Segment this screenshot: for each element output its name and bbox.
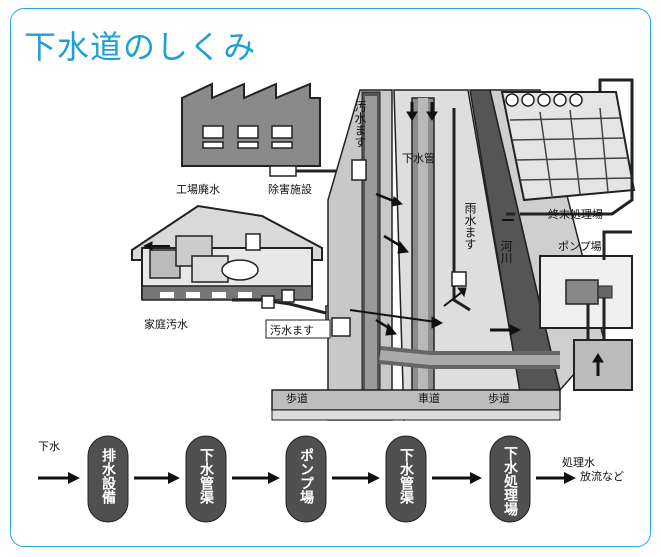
label-roadway: 車道 — [418, 391, 440, 405]
flow-step-3: ポンプ場 — [285, 435, 327, 523]
svg-text:下水管渠: 下水管渠 — [198, 448, 215, 505]
page-title: 下水道のしくみ — [24, 28, 257, 66]
label-sewage-box-vertical: 汚水ます — [353, 100, 367, 148]
flow-end-top: 処理水 — [562, 456, 595, 469]
label-sewer-pipe: 下水管 — [402, 151, 435, 165]
process-flow: 下水 排水設備 下水管渠 ポンプ場 下水管渠 下水処理場 — [38, 435, 624, 523]
label-sidewalk-left: 歩道 — [286, 391, 308, 405]
label-rain-box: 雨水ます — [463, 202, 477, 250]
label-household: 家庭汚水 — [144, 317, 188, 331]
svg-text:下水管渠: 下水管渠 — [398, 448, 415, 505]
flow-start-label: 下水 — [38, 440, 60, 453]
svg-text:下水処理場: 下水処理場 — [502, 446, 519, 517]
label-treatment-plant: 終末処理場 — [548, 207, 603, 221]
flow-end-bottom: 放流など — [580, 469, 624, 483]
treatment-plant-icon — [500, 78, 636, 216]
flow-step-2: 下水管渠 — [185, 435, 227, 523]
flow-arrows — [142, 102, 604, 376]
label-sidewalk-right: 歩道 — [488, 391, 510, 405]
label-pump-station: ポンプ場 — [558, 240, 602, 253]
flow-step-4: 下水管渠 — [385, 435, 427, 523]
label-sewage-box: 汚水ます — [270, 324, 314, 337]
factory-icon — [181, 82, 359, 177]
flow-step-5: 下水処理場 — [489, 435, 531, 523]
pump-station-icon — [539, 230, 633, 391]
svg-text:ポンプ場: ポンプ場 — [298, 448, 314, 505]
label-pretreatment: 除害施設 — [268, 182, 312, 196]
house-icon — [131, 204, 353, 332]
svg-text:排水設備: 排水設備 — [100, 447, 116, 505]
label-river: 河川 — [499, 240, 513, 264]
road-cross-section — [271, 89, 605, 421]
flow-step-1: 排水設備 — [87, 435, 129, 523]
label-factory: 工場廃水 — [176, 182, 220, 196]
